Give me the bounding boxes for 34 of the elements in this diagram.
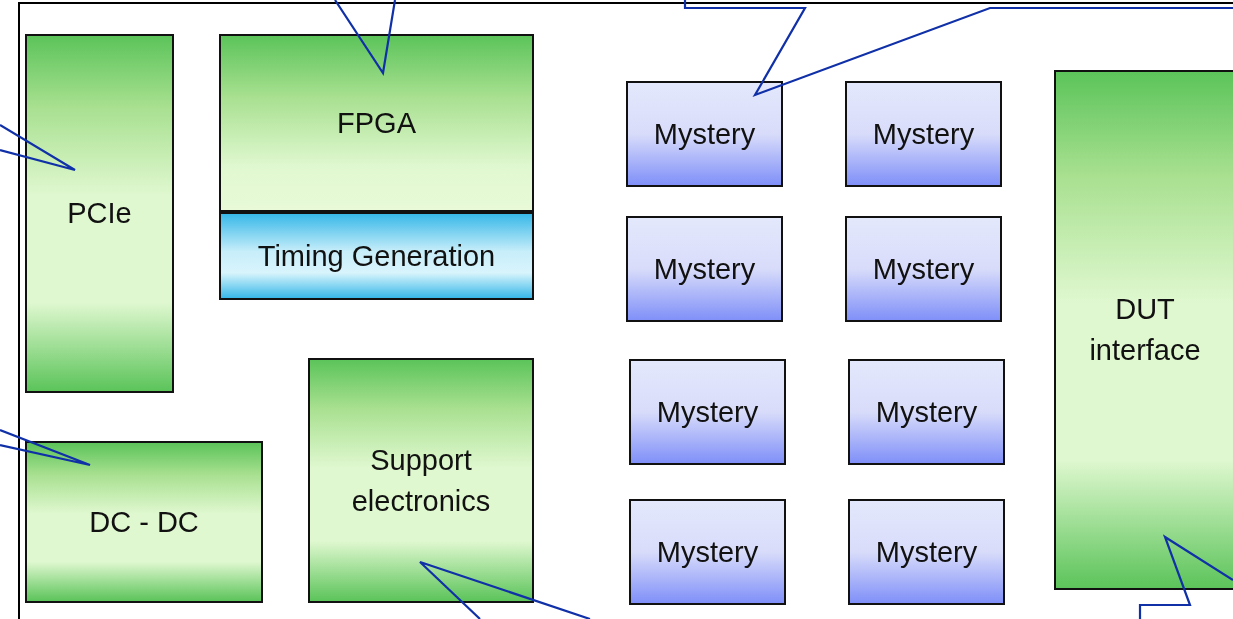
board-block: [308, 358, 534, 603]
chip-block: [848, 499, 1005, 605]
block-label: PCIe: [67, 196, 132, 232]
block-label: Mystery: [875, 394, 978, 430]
callout-leader-line: [1138, 534, 1233, 619]
chip-block: [626, 216, 783, 322]
chip-block: [848, 359, 1005, 465]
chip-block: [629, 499, 786, 605]
fpga-block: [219, 34, 534, 212]
block-label: FPGA: [337, 105, 416, 141]
block-label: Mystery: [875, 534, 978, 570]
board-block: [1054, 70, 1233, 590]
block-label: Mystery: [872, 251, 975, 287]
block-label: Mystery: [872, 116, 975, 152]
block-label: Support electronics: [350, 442, 492, 519]
chip-block: [845, 81, 1002, 187]
chip-block: [626, 81, 783, 187]
timing-block: [219, 212, 534, 300]
callout-leader-line: [683, 0, 1233, 98]
block-label: Timing Generation: [257, 238, 496, 274]
block-label: Mystery: [653, 116, 756, 152]
chip-block: [845, 216, 1002, 322]
block-label: DUT interface: [1088, 292, 1202, 368]
board-block: [25, 34, 174, 393]
block-label: Mystery: [656, 534, 759, 570]
block-label: DC - DC: [89, 504, 199, 540]
block-label: Mystery: [656, 394, 759, 430]
callout-leader-line: [418, 560, 591, 619]
circuit-board: [18, 2, 1233, 619]
chip-block: [629, 359, 786, 465]
callout-leader-line: [334, 0, 397, 76]
board-block: [25, 441, 263, 603]
callout-leader-line: [0, 124, 77, 172]
block-label: Mystery: [653, 251, 756, 287]
